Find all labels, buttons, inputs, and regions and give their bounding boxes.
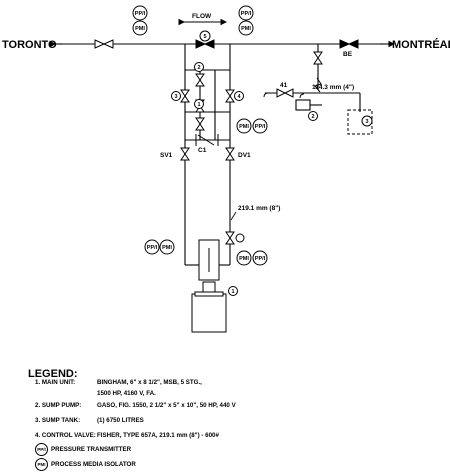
valve-dv1 [225,147,235,161]
tank-3-tag [361,115,373,127]
diagram-label: PMI [162,245,172,251]
pmi-circle-top-left [132,20,148,36]
valve-41 [276,88,294,98]
flow-label: FLOW [192,13,212,20]
check-valve-c1 [197,134,215,146]
motor-coupling [202,281,216,293]
valve-4 [225,89,235,103]
diagram-label: PP/I [255,124,266,130]
legend-symbol-text-1: PRESSURE TRANSMITTER [51,446,132,454]
diagram-label: 114.3 mm (4") [312,84,354,91]
valve-4-tag [234,91,244,101]
legend-symbol-pp-i: PP/I [35,443,48,456]
legend-label-4: 4. CONTROL VALVE: [35,432,96,439]
valve-2-lower-tag [308,111,318,121]
diagram-label: 4 [237,94,241,100]
legend-text-1: BINGHAM, 6" x 8 1/2", MSB, 5 STG., [97,379,202,386]
valve-2-upper [195,73,205,87]
diagram-label: 2 [311,114,314,120]
small-gauge [235,233,245,243]
city-right: MONTRÉAL [392,38,450,51]
diagram-label: PMI [135,26,145,32]
pmi-circle-top-right [238,20,254,36]
unit-1-tag [228,286,238,296]
legend-cont-1: 1500 HP, 4160 V, FA. [97,390,156,397]
motor [191,293,227,333]
legend-text-2: GASO, FIG. 1550, 2 1/2" x 5" x 10", 50 H… [97,402,236,409]
legend-label-3: 3. SUMP TANK: [35,417,81,424]
pp-i-circle-top-right [238,5,254,21]
diagram-label: PMI [239,256,249,262]
diagram-label: BE [343,51,353,58]
diagram-label: DV1 [238,152,251,159]
pp-i-circle-top-left [132,5,148,21]
valve-3 [180,89,190,103]
valve-3-tag [171,91,181,101]
legend-symbol-pmi: PMI [35,458,48,471]
diagram-label: 219.1 mm (8") [238,205,280,212]
legend-title: LEGEND: [28,368,78,380]
valve-1-tag [194,99,204,109]
diagram-label: PP/I [255,256,266,262]
diagram-label: 3 [174,94,177,100]
pmi-circle-mid [236,118,252,134]
valve-5 [195,39,215,49]
legend-symbol-text-2: PROCESS MEDIA ISOLATOR [51,461,136,469]
diagram-label: 2 [197,65,200,71]
diagram-label: 5 [203,34,206,40]
diagram-label: 1 [231,289,234,295]
valve-sv1 [180,147,190,161]
diagram-label: PMI [241,26,251,32]
valve-sump-vert [313,51,323,65]
legend-text-4: FISHER, TYPE 657A, 219.1 mm (8") - 600# [97,432,219,439]
diagram-label: PMI [239,124,249,130]
valve-219 [225,231,235,245]
diagram-label: 3 [365,119,368,125]
diagram-label: C1 [198,147,207,154]
pp-i-circle-low-right [252,250,268,266]
legend-label-2: 2. SUMP PUMP: [35,402,82,409]
sump-pump [295,99,311,111]
valve-be [339,39,359,49]
legend-text-3: (1) 6750 LITRES [97,417,144,424]
city-left: TORONTO [2,39,57,51]
diagram-label: 41 [280,82,288,89]
diagram-label: PP/I [147,245,158,251]
valve-2-upper-tag [194,62,204,72]
legend-label-1: 1. MAIN UNIT: [35,379,76,386]
valve-2-lower [195,117,205,131]
valve-5-tag [199,30,211,42]
valve-toronto [94,39,114,49]
diagram-label: PP/I [241,11,252,17]
pp-i-circle-mid [252,118,268,134]
pp-i-circle-low-left [144,239,160,255]
diagram-label: 1 [197,102,200,108]
diagram-label: SV1 [160,152,173,159]
pmi-circle-low-left [159,239,175,255]
pmi-circle-low-right [236,250,252,266]
diagram-label: PP/I [135,11,146,17]
